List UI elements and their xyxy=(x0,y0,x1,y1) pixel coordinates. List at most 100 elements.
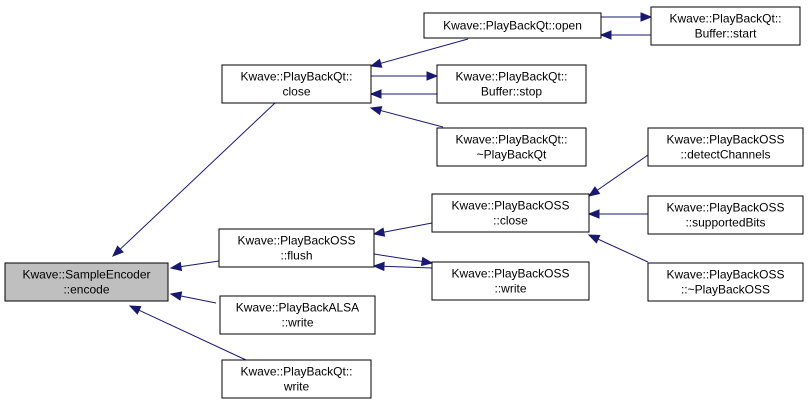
node-oss-destructor[interactable]: Kwave::PlayBackOSS::~PlayBackOSS xyxy=(647,262,804,302)
node-label-line: Kwave::PlayBackQt:: xyxy=(669,12,781,26)
node-encode[interactable]: Kwave::SampleEncoder::encode xyxy=(4,262,169,302)
edge-arrowhead xyxy=(587,234,601,244)
edge-arrowhead xyxy=(128,305,142,315)
edge-arrowhead xyxy=(587,209,600,219)
node-label-line: Kwave::PlayBackQt:: xyxy=(240,70,352,84)
node-oss-flush[interactable]: Kwave::PlayBackOSS::flush xyxy=(218,228,375,268)
edge-arrowhead xyxy=(369,58,383,68)
node-box xyxy=(221,64,372,104)
node-box xyxy=(423,12,602,39)
edge-qt_open-to-qt_buffer_start xyxy=(601,12,653,22)
node-oss-close[interactable]: Kwave::PlayBackOSS::close xyxy=(431,193,590,233)
node-label-line: Kwave::PlayBackOSS xyxy=(666,133,784,147)
node-box xyxy=(218,228,375,268)
edge-qt_open-to-qt_close xyxy=(369,38,469,68)
edge-oss_close-to-oss_flush xyxy=(372,222,433,237)
node-label-line: ::close xyxy=(493,214,528,228)
node-label-line: Kwave::PlayBackQt:: xyxy=(240,365,352,379)
node-box xyxy=(647,195,804,235)
node-qt-buffer-stop[interactable]: Kwave::PlayBackQt::Buffer::stop xyxy=(436,64,587,104)
node-box xyxy=(436,64,587,104)
node-label-line: ::detectChannels xyxy=(680,148,770,162)
node-alsa-write[interactable]: Kwave::PlayBackALSA::write xyxy=(219,295,376,335)
node-qt-write[interactable]: Kwave::PlayBackQt::write xyxy=(221,359,372,399)
node-label-line: ::encode xyxy=(63,283,109,297)
edge-arrowhead xyxy=(372,261,385,272)
edge-line xyxy=(596,154,649,192)
edge-oss_flush-to-oss_write xyxy=(373,253,434,267)
edge-line xyxy=(373,253,424,263)
node-label-line: write xyxy=(283,380,310,394)
node-label-line: Kwave::PlayBackALSA xyxy=(236,301,359,315)
edge-arrowhead xyxy=(599,30,612,40)
node-label-line: close xyxy=(282,85,310,99)
node-label-line: ~PlayBackQt xyxy=(477,148,547,162)
node-box xyxy=(431,261,590,301)
edge-arrowhead xyxy=(420,256,434,267)
node-box xyxy=(219,295,376,335)
edge-oss_bits-to-oss_close xyxy=(587,209,648,219)
node-qt-destructor[interactable]: Kwave::PlayBackQt::~PlayBackQt xyxy=(436,127,587,167)
edge-arrowhead xyxy=(587,186,601,197)
node-label-line: Kwave::PlayBackOSS xyxy=(666,201,784,215)
node-oss-detect[interactable]: Kwave::PlayBackOSS::detectChannels xyxy=(647,127,804,167)
edge-line xyxy=(119,102,276,251)
edge-arrowhead xyxy=(372,227,386,237)
edge-qt_destructor-to-qt_close xyxy=(369,106,444,128)
node-oss-write[interactable]: Kwave::PlayBackOSS::write xyxy=(431,261,590,301)
node-label-line: Buffer::start xyxy=(695,27,757,41)
edge-arrowhead xyxy=(169,261,183,272)
edge-arrowhead xyxy=(369,89,382,99)
edge-arrowhead xyxy=(169,291,183,301)
node-label-line: Kwave::PlayBackOSS xyxy=(451,267,569,281)
node-label-line: Kwave::PlayBackOSS xyxy=(451,199,569,213)
edge-arrowhead xyxy=(640,12,653,22)
edge-oss_detect-to-oss_close xyxy=(587,154,649,197)
edge-arrowhead xyxy=(112,245,124,257)
node-box xyxy=(221,359,372,399)
edge-line xyxy=(179,295,217,304)
edge-line xyxy=(379,38,469,65)
node-label-line: Kwave::SampleEncoder xyxy=(22,268,150,282)
node-box xyxy=(4,262,169,302)
edge-qt_write-to-encode xyxy=(128,305,247,361)
node-label-line: Kwave::PlayBackQt:: xyxy=(455,70,567,84)
edge-line xyxy=(382,265,433,269)
node-oss-bits[interactable]: Kwave::PlayBackOSS::supportedBits xyxy=(647,195,804,235)
node-label-line: ::write xyxy=(281,316,313,330)
node-qt-buffer-start[interactable]: Kwave::PlayBackQt::Buffer::start xyxy=(650,6,801,46)
node-label-line: ::write xyxy=(494,282,526,296)
edge-line xyxy=(382,222,433,233)
node-qt-open[interactable]: Kwave::PlayBackQt::open xyxy=(423,12,602,39)
edge-line xyxy=(596,238,649,263)
node-label-line: Kwave::PlayBackQt::open xyxy=(443,19,582,33)
node-label-line: Kwave::PlayBackQt:: xyxy=(455,133,567,147)
node-label-line: Buffer::stop xyxy=(481,85,542,99)
edge-line xyxy=(379,109,444,128)
edge-alsa_write-to-encode xyxy=(169,291,217,304)
node-box xyxy=(647,127,804,167)
node-box xyxy=(436,127,587,167)
edge-oss_flush-to-encode xyxy=(169,260,220,272)
edge-qt_buffer_stop-to-qt_close xyxy=(369,89,437,99)
edge-line xyxy=(137,309,247,361)
node-label-line: Kwave::PlayBackOSS xyxy=(666,268,784,282)
edge-oss_write-to-oss_flush xyxy=(372,261,433,272)
edge-qt_close-to-qt_buffer_stop xyxy=(371,71,439,81)
node-qt-close[interactable]: Kwave::PlayBackQt::close xyxy=(221,64,372,104)
node-label-line: Kwave::PlayBackOSS xyxy=(237,234,355,248)
node-label-line: ::flush xyxy=(280,249,312,263)
node-label-line: ::~PlayBackOSS xyxy=(681,283,770,297)
edge-line xyxy=(179,260,220,268)
edge-qt_buffer_start-to-qt_open xyxy=(599,30,651,40)
edge-qt_close-to-encode xyxy=(112,102,276,257)
nodes-layer: Kwave::SampleEncoder::encodeKwave::PlayB… xyxy=(4,6,804,399)
edge-arrowhead xyxy=(369,106,383,116)
edges-layer xyxy=(112,12,653,361)
node-box xyxy=(650,6,801,46)
edge-oss_destructor-to-oss_close xyxy=(587,234,649,263)
node-label-line: ::supportedBits xyxy=(685,216,765,230)
node-box xyxy=(431,193,590,233)
node-box xyxy=(647,262,804,302)
